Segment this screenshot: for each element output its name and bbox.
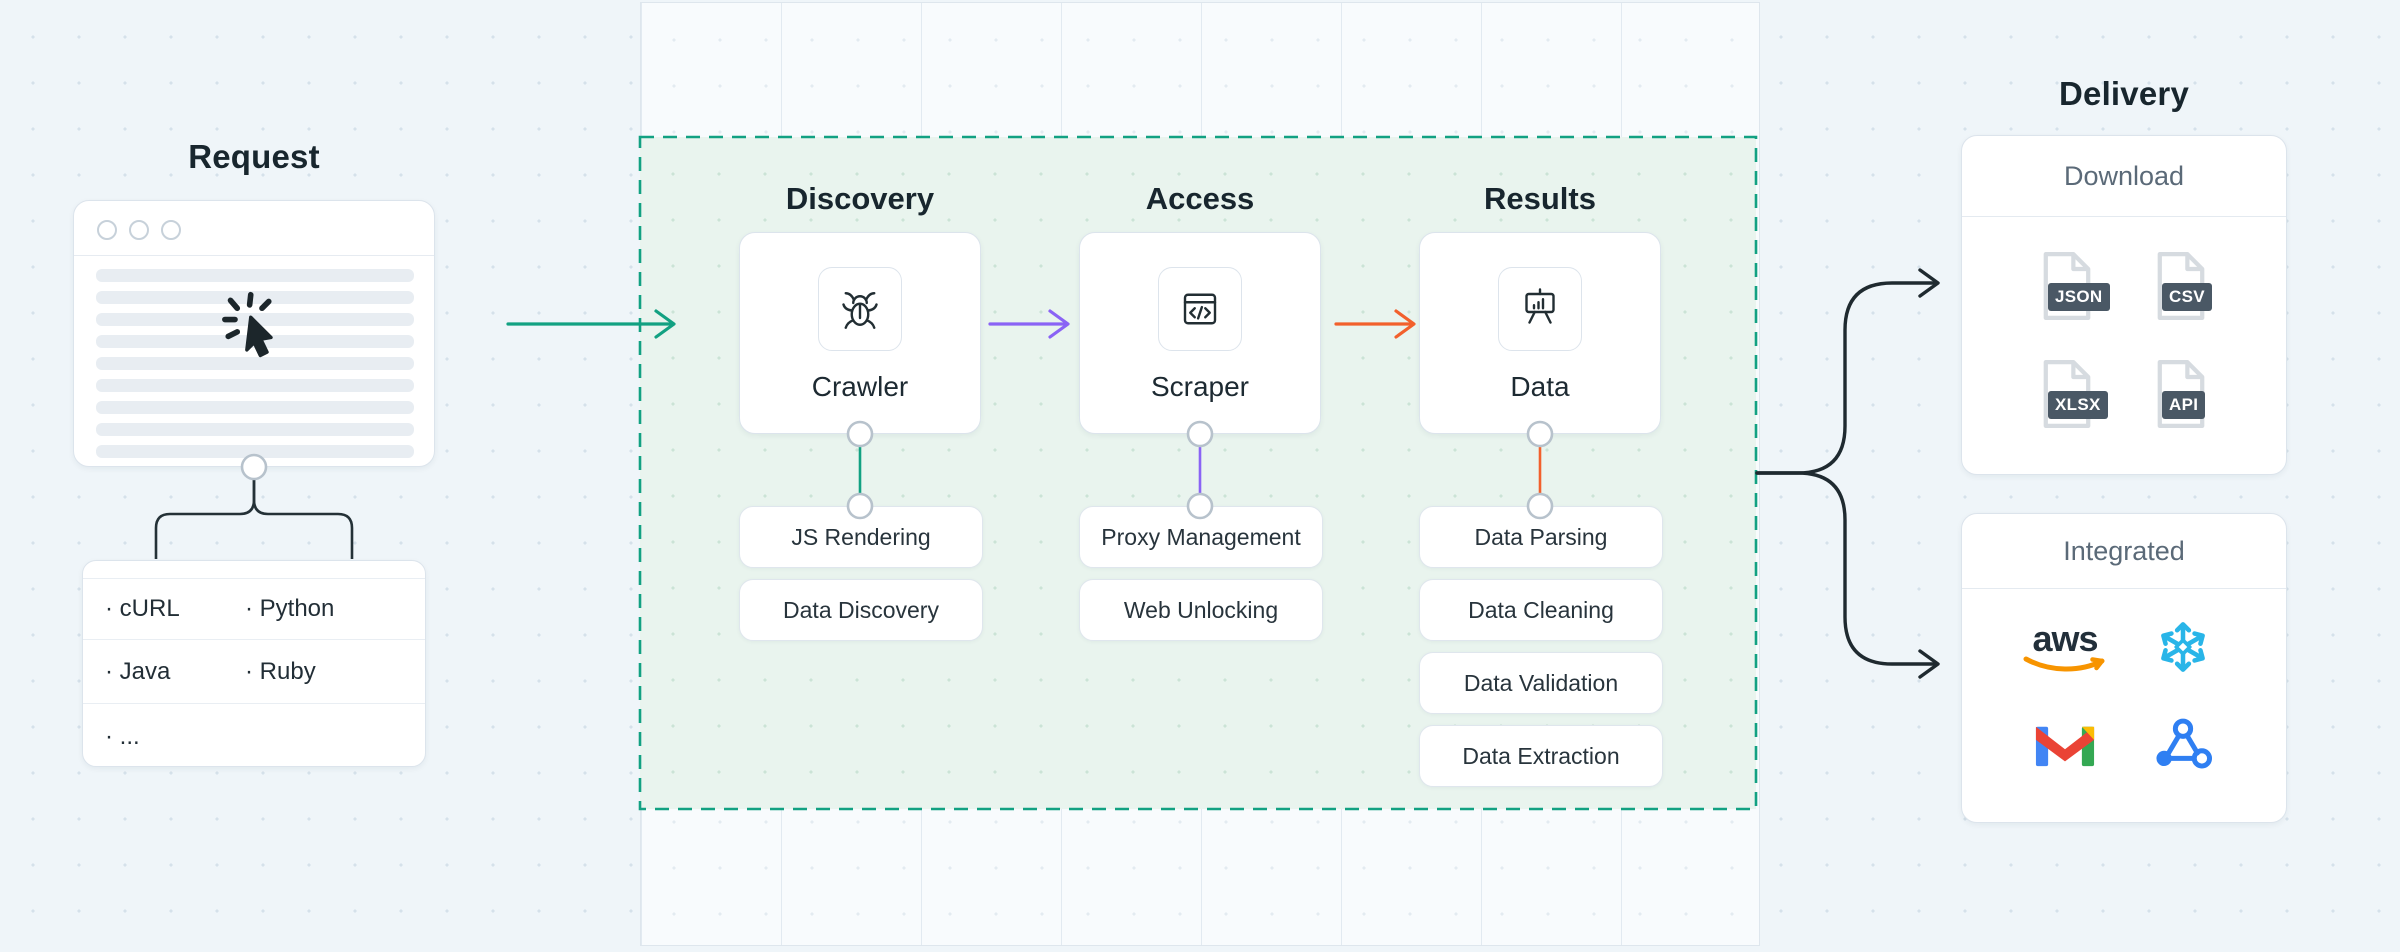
integrated-services-grid: aws <box>1962 600 2286 794</box>
stage-title-results: Results <box>1484 181 1596 216</box>
content-line <box>96 445 414 458</box>
file-format-label: API <box>2162 391 2206 419</box>
request-languages-card: · cURL · Python · Java · Ruby · ... <box>82 560 426 767</box>
stage-title-discovery: Discovery <box>785 181 935 216</box>
language-row: · Java · Ruby <box>83 639 425 703</box>
browser-header-divider <box>74 255 434 256</box>
snowflake-icon <box>2154 618 2212 681</box>
webhook-icon <box>2154 717 2213 776</box>
download-card: Download JSON CSV <box>1961 135 2287 475</box>
language-item: · Python <box>245 595 335 622</box>
file-format-label: CSV <box>2162 283 2212 311</box>
content-line <box>96 269 414 282</box>
content-line <box>96 357 414 370</box>
data-card: Data <box>1419 232 1661 434</box>
pill-data-cleaning: Data Cleaning <box>1419 579 1663 641</box>
presentation-chart-icon <box>1525 288 1555 324</box>
cursor-click-icon <box>217 288 289 360</box>
language-item: · Ruby <box>245 657 316 685</box>
window-dot-icon <box>161 220 181 240</box>
file-format-label: JSON <box>2048 283 2110 311</box>
pill-data-discovery: Data Discovery <box>739 579 983 641</box>
language-row: · ... <box>83 703 425 769</box>
content-line <box>96 423 414 436</box>
download-formats-grid: JSON CSV XLSX <box>1962 232 2286 448</box>
pill-data-extraction: Data Extraction <box>1419 725 1663 787</box>
icon-tile <box>1158 267 1242 351</box>
icon-tile <box>1498 267 1582 351</box>
scraper-label: Scraper <box>1150 371 1250 402</box>
bug-icon <box>842 292 878 329</box>
content-line <box>96 379 414 392</box>
content-line <box>96 291 414 304</box>
scraper-card: Scraper <box>1079 232 1321 434</box>
pill-data-parsing: Data Parsing <box>1419 506 1663 568</box>
window-dot-icon <box>129 220 149 240</box>
file-format-label: XLSX <box>2048 391 2108 419</box>
aws-icon: aws <box>2022 621 2108 675</box>
request-title: Request <box>188 138 320 175</box>
gmail-icon <box>2035 721 2095 773</box>
data-label: Data <box>1510 371 1570 402</box>
pill-web-unlocking: Web Unlocking <box>1079 579 1323 641</box>
stage-title-access: Access <box>1145 181 1255 216</box>
crawler-card: Crawler <box>739 232 981 434</box>
language-item: · cURL <box>105 595 180 622</box>
integrated-card: Integrated aws <box>1961 513 2287 823</box>
pill-js-rendering: JS Rendering <box>739 506 983 568</box>
language-row: · cURL · Python <box>83 578 425 639</box>
icon-tile <box>818 267 902 351</box>
window-dot-icon <box>97 220 117 240</box>
crawler-label: Crawler <box>811 371 909 402</box>
delivery-title: Delivery <box>2058 75 2190 112</box>
api-file-icon: API <box>2152 359 2210 429</box>
json-file-icon: JSON <box>2038 251 2110 321</box>
integrated-header: Integrated <box>1962 514 2286 589</box>
content-line <box>96 401 414 414</box>
download-header: Download <box>1962 136 2286 217</box>
code-window-icon <box>1183 293 1217 325</box>
language-item: · ... <box>105 722 140 750</box>
csv-file-icon: CSV <box>2152 251 2212 321</box>
xlsx-file-icon: XLSX <box>2038 359 2108 429</box>
pill-data-validation: Data Validation <box>1419 652 1663 714</box>
pill-proxy-management: Proxy Management <box>1079 506 1323 568</box>
language-item: · Java <box>105 657 171 685</box>
